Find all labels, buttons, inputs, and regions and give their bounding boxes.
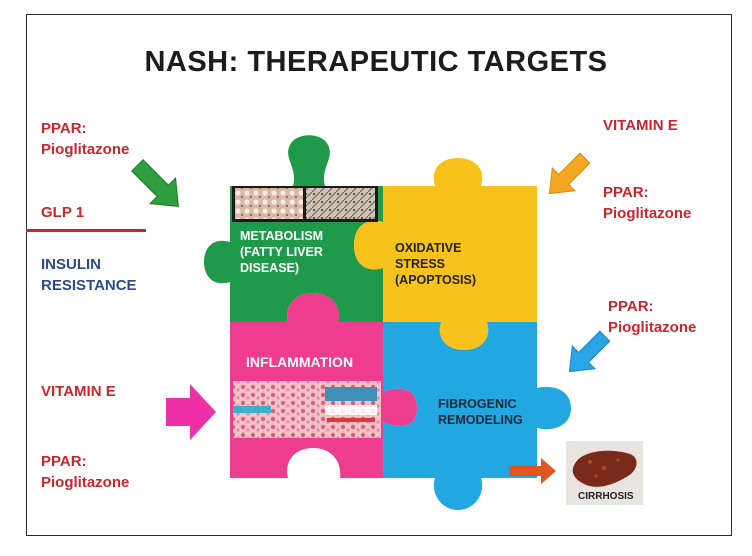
right-ppar-top-line2: Pioglitazone <box>603 205 692 222</box>
left-ppar-label-bottom: PPAR: Pioglitazone <box>41 451 129 493</box>
fibrogenic-text: FIBROGENIC REMODELING <box>438 397 523 427</box>
left-ppar-bottom-line1: PPAR: <box>41 453 87 470</box>
red-arrow-icon <box>509 458 556 484</box>
fibrogenic-line2: REMODELING <box>438 413 523 427</box>
inflammation-text: INFLAMMATION <box>246 354 353 370</box>
metabolism-line3: DISEASE) <box>240 261 299 275</box>
left-ppar-bottom-line2: Pioglitazone <box>41 474 130 491</box>
diagram-title: NASH: THERAPEUTIC TARGETS <box>144 46 608 78</box>
separator-line <box>26 229 146 232</box>
insulin-line1: INSULIN <box>41 256 101 273</box>
inflammation-histology-image <box>233 381 381 438</box>
inflammation-line1: INFLAMMATION <box>246 354 353 370</box>
insulin-resistance-label: INSULIN RESISTANCE <box>41 254 137 296</box>
blue-arrow-icon <box>568 330 611 373</box>
insulin-line2: RESISTANCE <box>41 277 137 294</box>
left-vitamin-e-label: VITAMIN E <box>41 383 116 400</box>
left-ppar-label-top: PPAR: Pioglitazone <box>41 118 129 160</box>
orange-arrow-icon <box>548 152 591 195</box>
metabolism-line1: METABOLISM <box>240 229 323 243</box>
oxidative-line3: (APOPTOSIS) <box>395 273 476 287</box>
right-ppar-label-top: PPAR: Pioglitazone <box>603 182 691 224</box>
oxidative-line1: OXIDATIVE <box>395 241 461 255</box>
oxidative-line2: STRESS <box>395 257 445 271</box>
glp1-label: GLP 1 <box>41 204 85 221</box>
fatty-liver-histology-image <box>232 186 378 222</box>
metabolism-text: METABOLISM (FATTY LIVER DISEASE) <box>240 229 323 275</box>
oxidative-stress-puzzle-piece <box>354 158 537 350</box>
right-vitamin-e-label: VITAMIN E <box>603 117 678 134</box>
cirrhosis-label: CIRRHOSIS <box>578 491 634 502</box>
left-ppar-top-line2: Pioglitazone <box>41 141 130 158</box>
fibrogenic-puzzle-piece <box>383 322 571 510</box>
metabolism-puzzle-piece <box>204 135 383 322</box>
green-arrow-icon <box>131 159 179 207</box>
right-ppar-label-bottom: PPAR: Pioglitazone <box>608 296 696 338</box>
fibrogenic-line1: FIBROGENIC <box>438 397 516 411</box>
right-ppar-bottom-line2: Pioglitazone <box>608 319 697 336</box>
right-ppar-bottom-line1: PPAR: <box>608 298 654 315</box>
left-ppar-top-line1: PPAR: <box>41 120 87 137</box>
oxidative-text: OXIDATIVE STRESS (APOPTOSIS) <box>395 241 476 287</box>
magenta-arrow-icon <box>166 384 216 440</box>
right-ppar-top-line1: PPAR: <box>603 184 649 201</box>
metabolism-line2: (FATTY LIVER <box>240 245 323 259</box>
cirrhosis-liver-image <box>566 441 643 505</box>
